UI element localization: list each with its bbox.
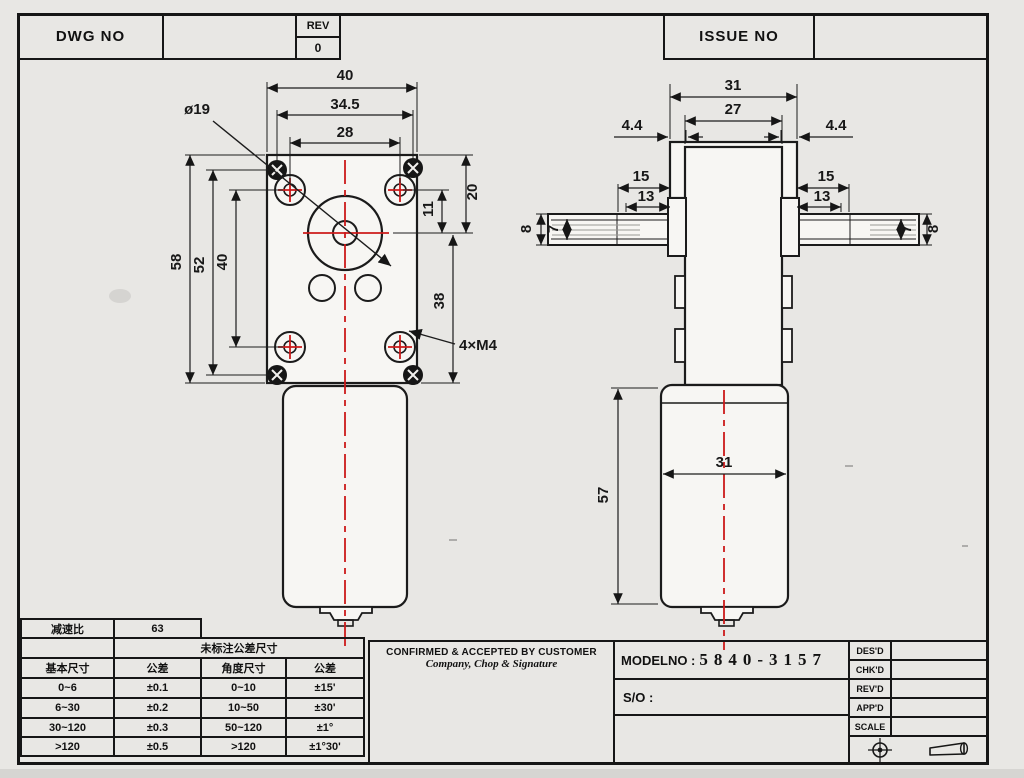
side-view — [547, 140, 920, 627]
sign-label-scale: SCALE — [848, 716, 892, 737]
gearbox-body-side — [683, 145, 784, 387]
dim-front-screw-span: 34.5 — [330, 96, 359, 113]
sign-value-cell — [890, 716, 989, 737]
customer-confirm-block: CONFIRMED & ACCEPTED BY CUSTOMER Company… — [368, 640, 615, 765]
model-no-cell: MODELNO : 5840-3157 — [613, 640, 850, 680]
side-tab — [674, 275, 686, 309]
sign-label-revd: REV'D — [848, 678, 892, 699]
motor-terminal-front — [319, 606, 373, 621]
sign-value-cell — [890, 659, 989, 680]
dim-shaft15-right: 15 — [818, 168, 835, 185]
front-dimensions — [185, 82, 473, 384]
rev-value-cell: 0 — [295, 36, 341, 60]
tolerance-header-cell: 公差 — [113, 657, 202, 679]
sales-order-label: S/O : — [623, 689, 654, 705]
dimension-labels: 40 34.5 28 ø19 58 52 40 20 11 38 4×M4 31… — [168, 67, 942, 503]
model-no-label: MODELNO : — [621, 652, 696, 668]
dwg-no-label-cell: DWG NO — [17, 13, 164, 60]
dim-front-width-top: 40 — [337, 67, 354, 84]
small-hole-left — [308, 274, 336, 302]
rev-label-cell: REV — [295, 13, 341, 38]
dim-front-center-to-bottom: 38 — [431, 293, 448, 310]
sign-value-cell — [890, 678, 989, 699]
tolerance-header-cell: 基本尺寸 — [20, 657, 115, 679]
dim-shaft13-left: 13 — [638, 188, 655, 205]
dim-side-cap-width: 31 — [725, 77, 742, 94]
tolerance-cell: >120 — [20, 736, 115, 757]
note-thread-4xm4: 4×M4 — [459, 337, 498, 354]
dim-shaft7-right: 7 — [898, 225, 915, 233]
ratio-value-cell: 63 — [113, 618, 202, 639]
sign-value-cell — [890, 640, 989, 661]
dim-motor-height: 57 — [595, 487, 612, 504]
tolerance-cell: ±0.3 — [113, 717, 202, 738]
paper-noise — [109, 289, 968, 547]
tolerance-cell: ±15' — [285, 677, 365, 699]
dim-front-hole-to-center: 11 — [420, 201, 437, 217]
bearing-boss-left — [667, 197, 687, 257]
side-tab — [674, 328, 686, 363]
tolerance-cell: ±0.2 — [113, 697, 202, 719]
model-empty-cell — [613, 714, 850, 765]
dim-shaft15-left: 15 — [633, 168, 650, 185]
tolerance-cell: ±1° — [285, 717, 365, 738]
dim-side-body-width: 27 — [725, 101, 742, 118]
tolerance-cell: >120 — [200, 736, 287, 757]
ratio-label-cell: 减速比 — [20, 618, 115, 639]
dim-front-hole-span-v: 40 — [214, 254, 231, 271]
confirm-line1: CONFIRMED & ACCEPTED BY CUSTOMER — [386, 647, 597, 658]
issue-no-label-cell: ISSUE NO — [663, 13, 815, 60]
screw-slots — [271, 162, 419, 381]
dim-shaft8-right: 8 — [925, 225, 942, 233]
gearbox-faceplate — [265, 153, 419, 385]
tolerance-cell: 0~6 — [20, 677, 115, 699]
tolerance-cell: 0~10 — [200, 677, 287, 699]
model-no-value: 5840-3157 — [699, 650, 828, 669]
tolerance-cell: ±0.5 — [113, 736, 202, 757]
tolerance-cell: 50~120 — [200, 717, 287, 738]
cone-projection-icon — [929, 742, 969, 756]
motor-terminal-side — [700, 606, 754, 621]
dim-shaft8-left: 8 — [518, 225, 535, 233]
side-tab — [781, 275, 793, 309]
sign-label-desd: DES'D — [848, 640, 892, 661]
dim-front-center-dia: ø19 — [184, 101, 210, 118]
tolerance-title-cell: 未标注公差尺寸 — [113, 637, 365, 659]
m4-leader-line — [408, 329, 456, 345]
dim-front-top-to-center: 20 — [464, 184, 481, 201]
tolerance-cell: ±1°30' — [285, 736, 365, 757]
tolerance-header-cell: 角度尺寸 — [200, 657, 287, 679]
tolerance-header-cell: 公差 — [285, 657, 365, 679]
scan-edge-band — [0, 769, 1024, 778]
dim-front-screw-span-v: 52 — [191, 257, 208, 274]
tolerance-cell: ±0.1 — [113, 677, 202, 699]
terminal-nub-side — [718, 619, 735, 627]
dim-front-height: 58 — [168, 254, 185, 271]
dwg-no-value-cell — [162, 13, 297, 60]
side-tab — [781, 328, 793, 363]
tolerance-cell: 30~120 — [20, 717, 115, 738]
dim-shaft7-left: 7 — [545, 225, 562, 233]
dim-shaft13-right: 13 — [814, 188, 831, 205]
small-hole-right — [354, 274, 382, 302]
dia19-leader-line — [212, 120, 392, 267]
bearing-boss-right — [780, 197, 800, 257]
first-angle-projection-icon — [867, 738, 892, 762]
tolerance-cell: 6~30 — [20, 697, 115, 719]
dim-side-overhang-left: 4.4 — [622, 117, 644, 134]
side-dimensions — [536, 84, 932, 605]
tolerance-cell: 10~50 — [200, 697, 287, 719]
sign-value-cell — [890, 697, 989, 718]
tolerance-empty-cell — [20, 637, 115, 659]
confirm-line2: Company, Chop & Signature — [425, 658, 558, 670]
sign-label-chkd: CHK'D — [848, 659, 892, 680]
issue-no-value-cell — [813, 13, 989, 60]
dim-side-overhang-right: 4.4 — [826, 117, 848, 134]
dim-front-hole-span: 28 — [337, 124, 354, 141]
dim-motor-width: 31 — [716, 454, 733, 471]
sign-label-appd: APP'D — [848, 697, 892, 718]
sales-order-cell: S/O : — [613, 678, 850, 716]
projection-symbols-cell — [848, 735, 989, 765]
tolerance-cell: ±30' — [285, 697, 365, 719]
